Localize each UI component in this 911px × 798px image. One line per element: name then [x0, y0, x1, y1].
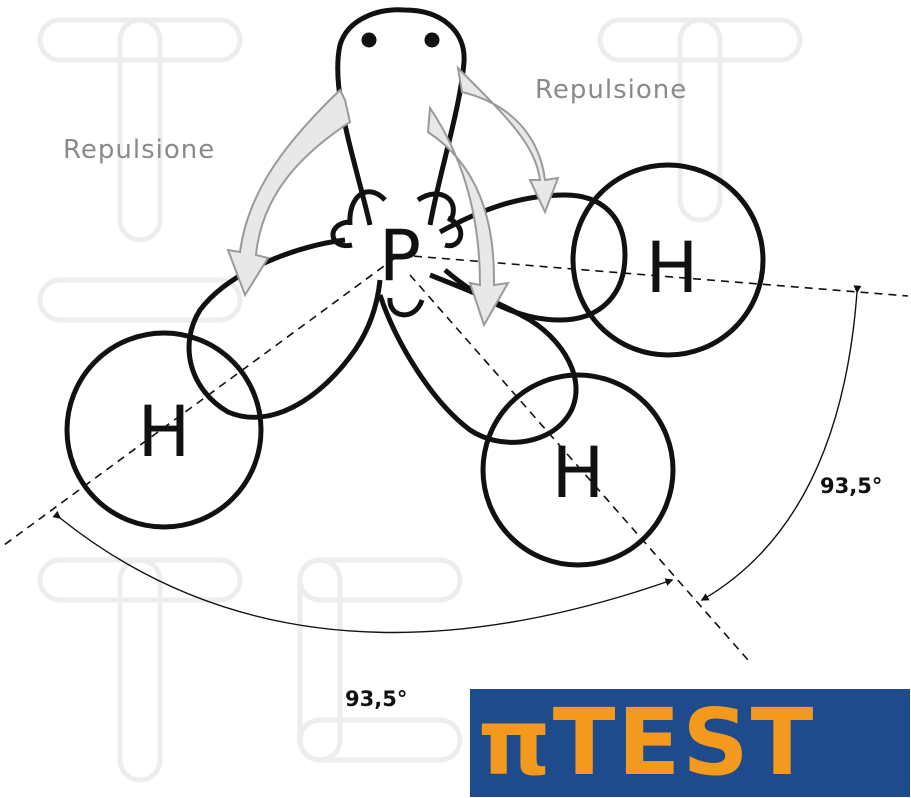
hydrogen-label-bottom: H [552, 432, 605, 514]
repulsion-arrow [456, 65, 560, 215]
phosphorus-core [330, 189, 464, 318]
angle-arc [52, 510, 674, 634]
repulsion-arrows [226, 65, 560, 328]
repulsion-label-left: Repulsione [63, 135, 215, 165]
lone-pair-electron [361, 32, 377, 48]
repulsion-arrow [226, 88, 352, 298]
angle-label-right: 93,5° [820, 474, 882, 498]
hydrogen-label-right: H [646, 227, 699, 309]
angle-label-bottom: 93,5° [345, 687, 407, 711]
pitest-logo: πTEST [470, 689, 910, 797]
lone-pair-orbital [335, 7, 467, 226]
lone-pair-electron [424, 32, 440, 48]
logo-text: πTEST [478, 689, 816, 796]
angle-arcs [52, 285, 862, 634]
angle-arc [700, 285, 862, 601]
hydrogen-label-left: H [138, 391, 191, 473]
repulsion-arrow [426, 105, 510, 328]
repulsion-label-right: Repulsione [535, 75, 687, 105]
hydrogen-atom [570, 162, 766, 358]
phosphorus-label: P [379, 215, 421, 297]
